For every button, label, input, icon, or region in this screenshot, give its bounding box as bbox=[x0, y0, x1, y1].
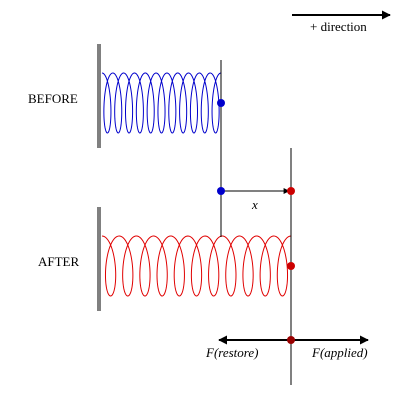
spring-before bbox=[101, 72, 222, 134]
displacement-label: x bbox=[251, 197, 258, 212]
after-label: AFTER bbox=[38, 254, 80, 269]
displacement-end-dot bbox=[287, 187, 295, 195]
applied-force-label: F(applied) bbox=[311, 345, 368, 360]
before-label: BEFORE bbox=[28, 91, 78, 106]
spring-after bbox=[101, 235, 292, 297]
force-origin-dot bbox=[287, 336, 295, 344]
before-end-dot bbox=[217, 99, 225, 107]
after-end-dot bbox=[287, 262, 295, 270]
direction-label: + direction bbox=[310, 19, 367, 34]
restoring-force-label: F(restore) bbox=[205, 345, 258, 360]
displacement-start-dot bbox=[217, 187, 225, 195]
